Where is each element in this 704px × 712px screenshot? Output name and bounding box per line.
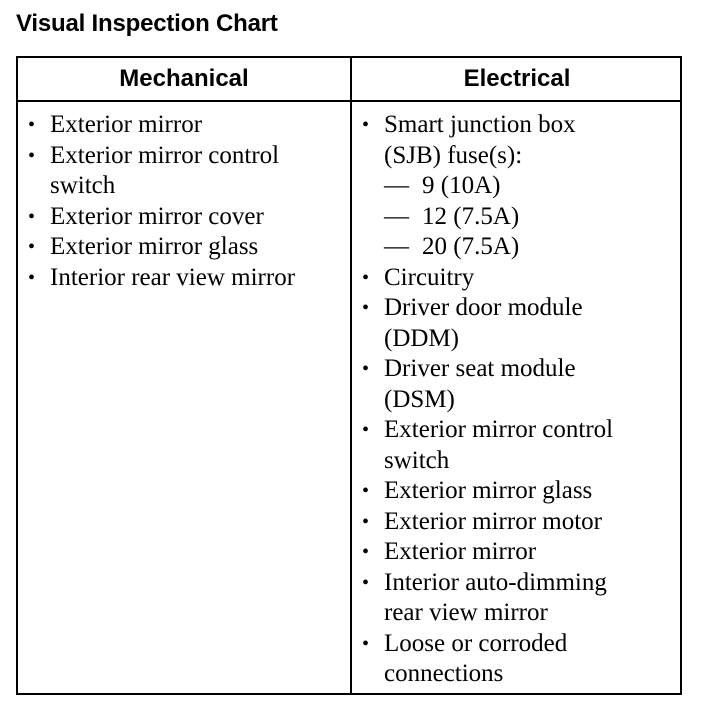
list-item: • Exterior mirror cover	[28, 202, 343, 233]
item-text: Driver seat module	[384, 355, 576, 382]
bullet-icon: •	[362, 480, 370, 502]
electrical-list: • Smart junction box (SJB) fuse(s): — 9 (10A…	[362, 110, 674, 690]
item-text: connections	[384, 660, 504, 687]
list-item: • Exterior mirror glass	[362, 476, 674, 507]
bullet-icon: •	[362, 419, 370, 441]
item-text: switch	[384, 446, 450, 474]
chart-title: Visual Inspection Chart	[16, 10, 278, 37]
list-item: • Exterior mirror glass	[28, 232, 343, 263]
bullet-icon: •	[362, 358, 370, 380]
item-text: (DSM)	[384, 385, 455, 413]
item-text: Interior auto-dimming	[384, 568, 607, 596]
item-text: Driver door module	[384, 294, 583, 321]
item-text: Exterior mirror glass	[384, 477, 593, 504]
fuse-subitem: — 9 (10A)	[384, 171, 674, 202]
item-text: Interior rear view mirror	[50, 263, 296, 291]
list-item: • Circuitry	[362, 263, 674, 294]
item-text: (DDM)	[384, 324, 459, 352]
item-text: Exterior mirror motor	[384, 507, 602, 535]
fuse-value: 9 (10A)	[422, 172, 501, 199]
bullet-icon: •	[28, 236, 36, 258]
bullet-icon: •	[362, 114, 370, 136]
dash-icon: —	[384, 202, 409, 230]
item-text: Exterior mirror control	[384, 416, 614, 443]
item-text: Exterior mirror glass	[50, 233, 259, 260]
bullet-icon: •	[362, 541, 370, 563]
fuse-subitem: — 12 (7.5A)	[384, 202, 674, 233]
fuse-subitem: — 20 (7.5A)	[384, 232, 674, 263]
column-divider	[350, 58, 352, 693]
list-item: • Interior rear view mirror	[28, 263, 343, 294]
list-item: • Driver door module (DDM)	[362, 293, 674, 354]
item-text: Exterior mirror	[384, 538, 537, 565]
item-text: Exterior mirror control	[50, 141, 280, 169]
item-text: rear view mirror	[384, 599, 548, 626]
bullet-icon: •	[362, 266, 370, 289]
column-header-electrical: Electrical	[463, 65, 571, 92]
bullet-icon: •	[362, 297, 370, 319]
item-text: Smart junction box	[384, 111, 576, 138]
header-divider	[18, 100, 680, 102]
item-text: (SJB) fuse(s):	[384, 141, 523, 169]
fuse-value: 20 (7.5A)	[422, 233, 520, 260]
bullet-icon: •	[362, 571, 370, 594]
item-text: switch	[50, 172, 116, 199]
item-text: Exterior mirror	[50, 111, 203, 138]
bullet-icon: •	[28, 266, 36, 289]
list-item: • Driver seat module (DSM)	[362, 354, 674, 415]
list-item: • Smart junction box (SJB) fuse(s): — 9 (10A…	[362, 110, 674, 263]
list-item: • Exterior mirror control switch	[362, 415, 674, 476]
item-text: Circuitry	[384, 263, 475, 291]
bullet-icon: •	[28, 205, 36, 228]
bullet-icon: •	[362, 632, 370, 655]
list-item: • Exterior mirror control switch	[28, 141, 343, 202]
list-item: • Exterior mirror motor	[362, 507, 674, 538]
fuse-value: 12 (7.5A)	[422, 202, 520, 230]
bullet-icon: •	[362, 510, 370, 533]
list-item: • Loose or corroded connections	[362, 629, 674, 690]
dash-icon: —	[384, 233, 409, 260]
list-item: • Exterior mirror	[362, 537, 674, 568]
item-text: Exterior mirror cover	[50, 202, 264, 230]
list-item: • Exterior mirror	[28, 110, 343, 141]
inspection-table: Mechanical Electrical • Exterior mirror • E…	[16, 56, 682, 695]
item-text: Loose or corroded	[384, 629, 568, 657]
dash-icon: —	[384, 172, 409, 199]
bullet-icon: •	[28, 114, 36, 136]
column-header-mechanical: Mechanical	[119, 65, 249, 92]
mechanical-list: • Exterior mirror • Exterior mirror control…	[28, 110, 343, 293]
list-item: • Interior auto-dimming rear view mirror	[362, 568, 674, 629]
bullet-icon: •	[28, 144, 36, 167]
